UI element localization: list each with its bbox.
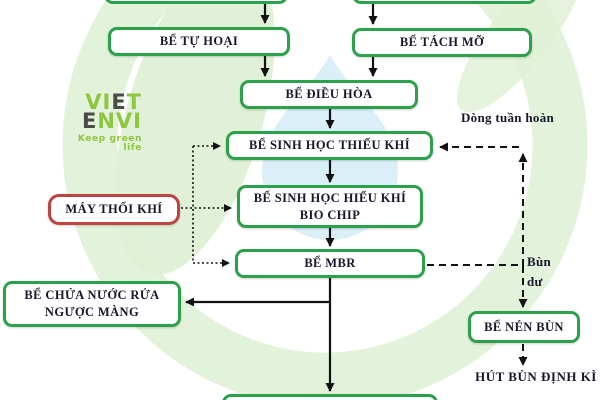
node-septic-tank: BỂ TỰ HOẠI xyxy=(108,27,290,56)
logo-line1-dark: E xyxy=(111,90,127,114)
node-anoxic-tank-label: BỂ SINH HỌC THIẾU KHÍ xyxy=(249,138,410,153)
logo-line2: ENVI xyxy=(56,111,142,132)
node-air-blower-label: MÁY THỔI KHÍ xyxy=(65,202,163,217)
node-septic-tank-label: BỂ TỰ HOẠI xyxy=(159,34,239,49)
watermark-ring xyxy=(62,0,588,400)
logo-line1: VIET xyxy=(56,92,142,113)
logo-line2-dark: E xyxy=(81,109,98,133)
excess-sludge-label: Bùn dư xyxy=(527,254,552,289)
node-aerobic-biochip-tank: BỂ SINH HỌC HIẾU KHÍ BIO CHIP xyxy=(237,185,423,228)
node-inlet-right-partial xyxy=(352,0,537,4)
node-equalization-tank: BỂ ĐIỀU HÒA xyxy=(240,80,418,109)
node-equalization-tank-label: BỂ ĐIỀU HÒA xyxy=(285,87,373,102)
logo-line1-green2: T xyxy=(126,90,142,114)
node-sludge-thickener: BỂ NÉN BÙN xyxy=(468,311,580,343)
node-outlet-partial xyxy=(222,394,438,400)
node-backwash-water-tank-label: BỂ CHỨA NƯỚC RỬA NGƯỢC MÀNG xyxy=(24,288,160,319)
node-aerobic-biochip-tank-label: BỂ SINH HỌC HIẾU KHÍ BIO CHIP xyxy=(253,190,407,222)
node-anoxic-tank: BỂ SINH HỌC THIẾU KHÍ xyxy=(226,131,433,160)
node-mbr-tank: BỂ MBR xyxy=(235,249,425,278)
recirculation-label: Dòng tuần hoàn xyxy=(460,110,555,125)
logo-line2-green: NVI xyxy=(97,109,142,133)
node-grease-separator-label: BỂ TÁCH MỠ xyxy=(399,35,485,50)
vietenvi-logo: VIET ENVI Keep green life xyxy=(56,92,142,153)
node-inlet-left-partial xyxy=(104,0,288,4)
node-backwash-water-tank: BỂ CHỨA NƯỚC RỬA NGƯỢC MÀNG xyxy=(3,281,181,327)
sludge-removal-label: HÚT BÙN ĐỊNH KÌ xyxy=(475,369,597,384)
node-grease-separator: BỂ TÁCH MỠ xyxy=(352,28,532,57)
logo-line1-green: VI xyxy=(85,90,112,114)
logo-tagline: Keep green life xyxy=(77,134,142,153)
node-mbr-tank-label: BỂ MBR xyxy=(304,256,356,271)
node-sludge-thickener-label: BỂ NÉN BÙN xyxy=(484,319,564,334)
node-air-blower: MÁY THỔI KHÍ xyxy=(48,194,180,225)
